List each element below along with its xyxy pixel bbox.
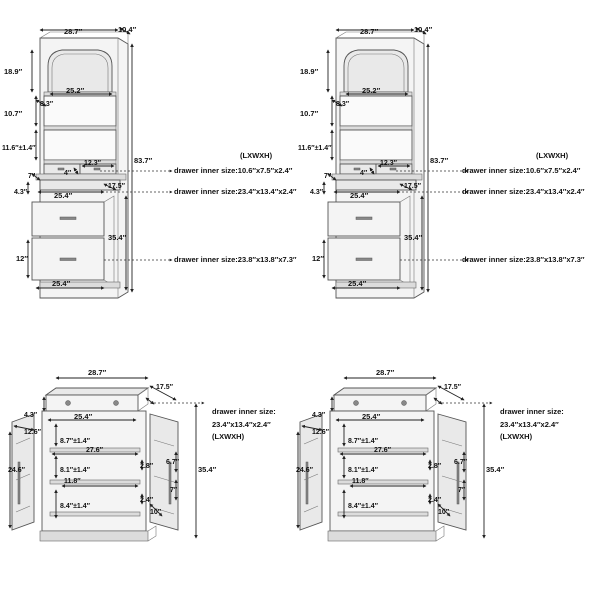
- tall-depth-label: 10.4″: [118, 25, 137, 34]
- cab-shelf-height-label: 2.8″: [428, 463, 442, 470]
- tall-lower-gap-label: 11.6″±1.4″: [298, 145, 332, 152]
- tall-lower-gap-label: 11.6″±1.4″: [2, 145, 36, 152]
- cab-gap-1-label: 8.7″±1.4″: [60, 438, 91, 445]
- cab-door-depth-label: 12.6″: [312, 429, 330, 436]
- tall-arch-height-label: 18.9″: [300, 67, 319, 76]
- tall-inner-size-3: drawer inner size:23.8″x13.8″x7.3″: [462, 255, 585, 264]
- tall-cabinet-height-label: 35.4″: [404, 233, 423, 242]
- cab-base-depth-label: 10″: [438, 509, 450, 516]
- cab-door-height-label: 24.6″: [8, 467, 26, 474]
- tall-shelf-depth-label: 8.3″: [40, 101, 54, 108]
- tall-small-drawer-width-label: 12.3″: [380, 160, 398, 167]
- cabinet-right: 28.7″ 17.5″ 4.3″ 25.4″ 12.6″ 24.6″ 8.7″±…: [296, 368, 564, 541]
- cab-gap-2-label: 8.1″±1.4″: [60, 467, 91, 474]
- cab-unit-note: (LXWXH): [212, 432, 245, 441]
- tall-unit-note: (LXWXH): [536, 151, 569, 160]
- cab-base-depth-label: 10″: [150, 509, 162, 516]
- tall-cabinet-height-label: 35.4″: [108, 233, 127, 242]
- tall-small-drawer-depth-label: 4″: [64, 170, 72, 177]
- cab-unit-note: (LXWXH): [500, 432, 533, 441]
- cab-top-height-label: 4.3″: [312, 412, 326, 419]
- cab-inner-size-a: drawer inner size:: [212, 407, 276, 416]
- cab-base-height-label: 2.4″: [428, 497, 442, 504]
- cab-inner-size-b: 23.4″x13.4″x2.4″: [212, 420, 271, 429]
- tall-inner-size-2: drawer inner size:23.4″x13.4″x2.4″: [462, 187, 585, 196]
- cab-gap-1-label: 8.7″±1.4″: [348, 438, 379, 445]
- tall-inner-size-1: drawer inner size:10.6″x7.5″x2.4″: [462, 166, 581, 175]
- tall-width-label: 28.7″: [360, 27, 379, 36]
- cab-door-height-label: 24.6″: [296, 467, 314, 474]
- tall-arch-height-label: 18.9″: [4, 67, 23, 76]
- cab-width-label: 28.7″: [88, 368, 107, 377]
- cab-door-depth-label: 12.6″: [24, 429, 42, 436]
- tall-cabinet-right: 28.7″ 10.4″ 18.9″ 25.2″ 8.3″ 10.7″ 11.6″…: [298, 25, 585, 298]
- cab-side-gap-label: 7″: [458, 487, 466, 494]
- tall-bottom-width-label: 25.4″: [52, 279, 71, 288]
- tall-top-drawer-height-label: 4.3″: [310, 189, 324, 196]
- cabinet-left: 28.7″ 17.5″ 4.3″ 25.4″ 12.6″ 24.6″ 8.7″±…: [8, 368, 276, 541]
- tall-inner-size-3: drawer inner size:23.8″x13.8″x7.3″: [174, 255, 297, 264]
- cab-inner-size-b: 23.4″x13.4″x2.4″: [500, 420, 559, 429]
- tall-drawer-height-label: 12″: [16, 254, 28, 263]
- tall-top-width-label: 25.4″: [54, 191, 73, 200]
- cab-side-height-label: 6.7″: [454, 459, 468, 466]
- cab-height-label: 35.4″: [198, 465, 217, 474]
- tall-width-label: 28.7″: [64, 27, 83, 36]
- tall-total-height-label: 83.7″: [134, 156, 153, 165]
- cab-gap-4-label: 8.4″±1.4″: [60, 503, 91, 510]
- tall-drawer-height-label: 12″: [312, 254, 324, 263]
- tall-base-depth-label: 17.5″: [404, 183, 422, 190]
- cab-height-label: 35.4″: [486, 465, 505, 474]
- cab-gap-3-label: 11.8″: [352, 478, 369, 485]
- tall-shelf-gap-label: 10.7″: [300, 109, 319, 118]
- tall-top-width-label: 25.4″: [350, 191, 369, 200]
- tall-small-drawer-width-label: 12.3″: [84, 160, 102, 167]
- cab-top-height-label: 4.3″: [24, 412, 38, 419]
- cab-gap-3-label: 11.8″: [64, 478, 81, 485]
- tall-depth-label: 10.4″: [414, 25, 433, 34]
- cab-side-height-label: 6.7″: [166, 459, 180, 466]
- tall-shelf-width-label: 25.2″: [362, 86, 381, 95]
- tall-small-drawer-height-label: 7″: [324, 173, 332, 180]
- cab-width-label: 28.7″: [376, 368, 395, 377]
- cab-depth-label: 17.5″: [444, 384, 462, 391]
- cab-inner-width-label: 27.6″: [86, 447, 104, 454]
- tall-top-drawer-height-label: 4.3″: [14, 189, 28, 196]
- cab-shelf-height-label: 2.8″: [140, 463, 154, 470]
- tall-small-drawer-height-label: 7″: [28, 173, 36, 180]
- tall-inner-size-1: drawer inner size:10.6″x7.5″x2.4″: [174, 166, 293, 175]
- tall-shelf-gap-label: 10.7″: [4, 109, 23, 118]
- cab-gap-4-label: 8.4″±1.4″: [348, 503, 379, 510]
- tall-unit-note: (LXWXH): [240, 151, 273, 160]
- cab-base-height-label: 2.4″: [140, 497, 154, 504]
- tall-total-height-label: 83.7″: [430, 156, 449, 165]
- tall-shelf-depth-label: 8.3″: [336, 101, 350, 108]
- cab-top-width-label: 25.4″: [362, 412, 381, 421]
- tall-shelf-width-label: 25.2″: [66, 86, 85, 95]
- cab-depth-label: 17.5″: [156, 384, 174, 391]
- cab-gap-2-label: 8.1″±1.4″: [348, 467, 379, 474]
- tall-base-depth-label: 17.5″: [108, 183, 126, 190]
- cab-top-width-label: 25.4″: [74, 412, 93, 421]
- cab-inner-width-label: 27.6″: [374, 447, 392, 454]
- cab-inner-size-a: drawer inner size:: [500, 407, 564, 416]
- tall-bottom-width-label: 25.4″: [348, 279, 367, 288]
- cab-side-gap-label: 7″: [170, 487, 178, 494]
- tall-inner-size-2: drawer inner size:23.4″x13.4″x2.4″: [174, 187, 297, 196]
- tall-cabinet-left: 28.7″ 10.4″ 18.9″ 25.2″ 8.3″ 10.7″ 11.6″…: [2, 25, 297, 298]
- tall-small-drawer-depth-label: 4″: [360, 170, 368, 177]
